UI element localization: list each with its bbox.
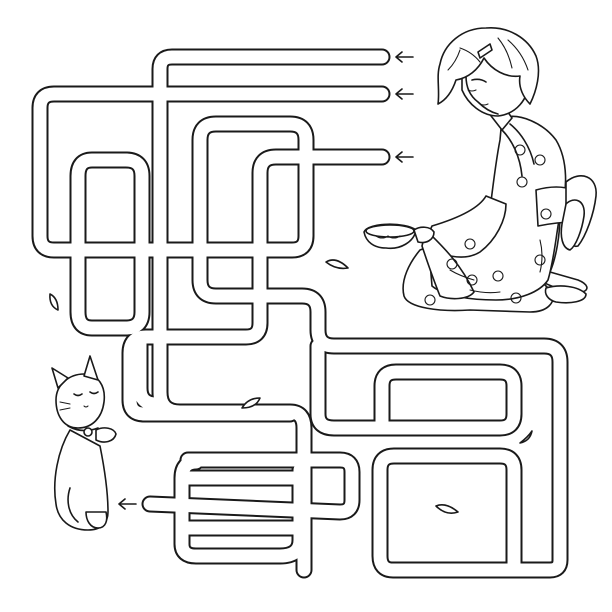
petals: [49, 259, 533, 514]
maze-path-interior-8: [175, 455, 307, 563]
entrance-arrow-middle[interactable]: [395, 88, 414, 100]
petal: [435, 504, 459, 514]
exit-arrow[interactable]: [118, 498, 137, 510]
entrance-arrow-top[interactable]: [395, 51, 414, 63]
maze-path-interior-3: [123, 150, 389, 421]
petal: [241, 397, 261, 409]
entrance-arrow-bottom[interactable]: [395, 151, 414, 163]
maze-paths: [31, 48, 569, 579]
kneeling-girl-illustration: [363, 27, 597, 313]
maze-path-interior-4: [71, 153, 149, 335]
petal: [519, 430, 533, 444]
maze-path-interior-2: [33, 87, 567, 577]
petal: [49, 293, 59, 311]
petal: [325, 259, 349, 270]
sitting-cat-illustration: [35, 355, 125, 568]
maze-path-interior-1: [153, 50, 389, 577]
maze-path-11[interactable]: [309, 337, 523, 437]
maze-path-interior-6: [133, 333, 297, 421]
maze-path-interior-7: [143, 453, 359, 519]
maze-path-interior-11: [311, 339, 521, 435]
